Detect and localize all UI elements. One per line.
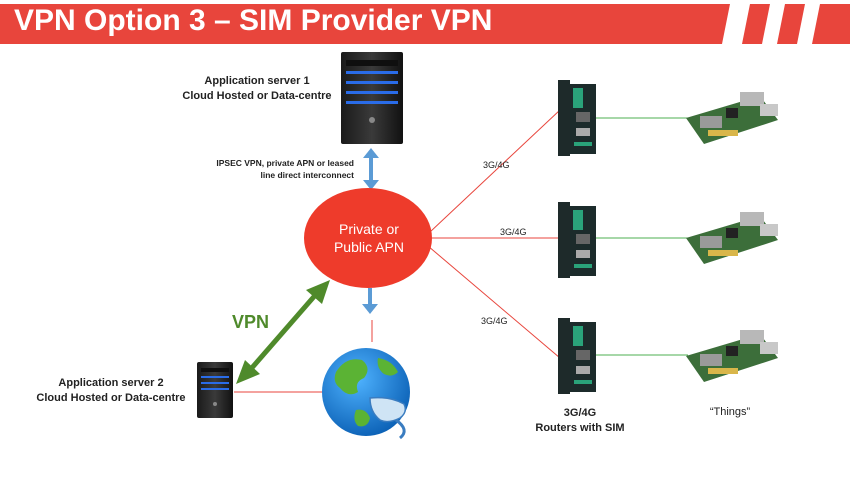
board-icon	[686, 212, 778, 264]
routers-label: 3G/4G Routers with SIM	[522, 406, 638, 436]
board-icon	[686, 92, 778, 144]
page-title: VPN Option 3 – SIM Provider VPN	[14, 4, 493, 37]
link-label-1: 3G/4G	[483, 160, 510, 170]
router-icon	[558, 318, 596, 394]
link-label-3: 3G/4G	[481, 316, 508, 326]
router-icon	[558, 80, 596, 156]
routers-description: Routers with SIM	[535, 422, 625, 434]
board-icon	[686, 330, 778, 382]
server-icon	[197, 362, 233, 418]
app-server-1-location: Cloud Hosted or Data-centre	[182, 90, 332, 102]
apn-cloud	[304, 188, 432, 288]
routers-type: 3G/4G	[563, 407, 597, 419]
ipsec-line-2: line direct interconnect	[260, 170, 354, 180]
ipsec-label: IPSEC VPN, private APN or leased line di…	[182, 157, 354, 181]
router-icon	[558, 202, 596, 278]
link-label-2: 3G/4G	[500, 227, 527, 237]
interconnect-arrow	[363, 148, 379, 190]
app-server-2-label: Application server 2 Cloud Hosted or Dat…	[28, 376, 194, 406]
apn-router-links	[234, 109, 561, 393]
router-things-links	[596, 117, 688, 356]
app-server-2-location: Cloud Hosted or Data-centre	[36, 392, 186, 404]
apn-label: Private or Public APN	[314, 220, 424, 256]
globe-icon	[322, 348, 410, 440]
apn-line-1: Private or	[339, 221, 399, 237]
things-label: “Things”	[709, 406, 751, 418]
app-server-2-name: Application server 2	[58, 377, 164, 389]
title-banner: VPN Option 3 – SIM Provider VPN	[0, 0, 850, 44]
apn-line-2: Public APN	[333, 239, 405, 255]
ipsec-line-1: IPSEC VPN, private APN or leased	[216, 158, 354, 168]
server-icon	[341, 52, 403, 144]
app-server-1-name: Application server 1	[204, 75, 310, 87]
vpn-label: VPN	[232, 312, 270, 332]
vpn-arrow	[236, 280, 330, 384]
internet-arrow	[362, 288, 378, 314]
banner-background	[0, 4, 850, 44]
app-server-1-label: Application server 1 Cloud Hosted or Dat…	[176, 74, 338, 104]
